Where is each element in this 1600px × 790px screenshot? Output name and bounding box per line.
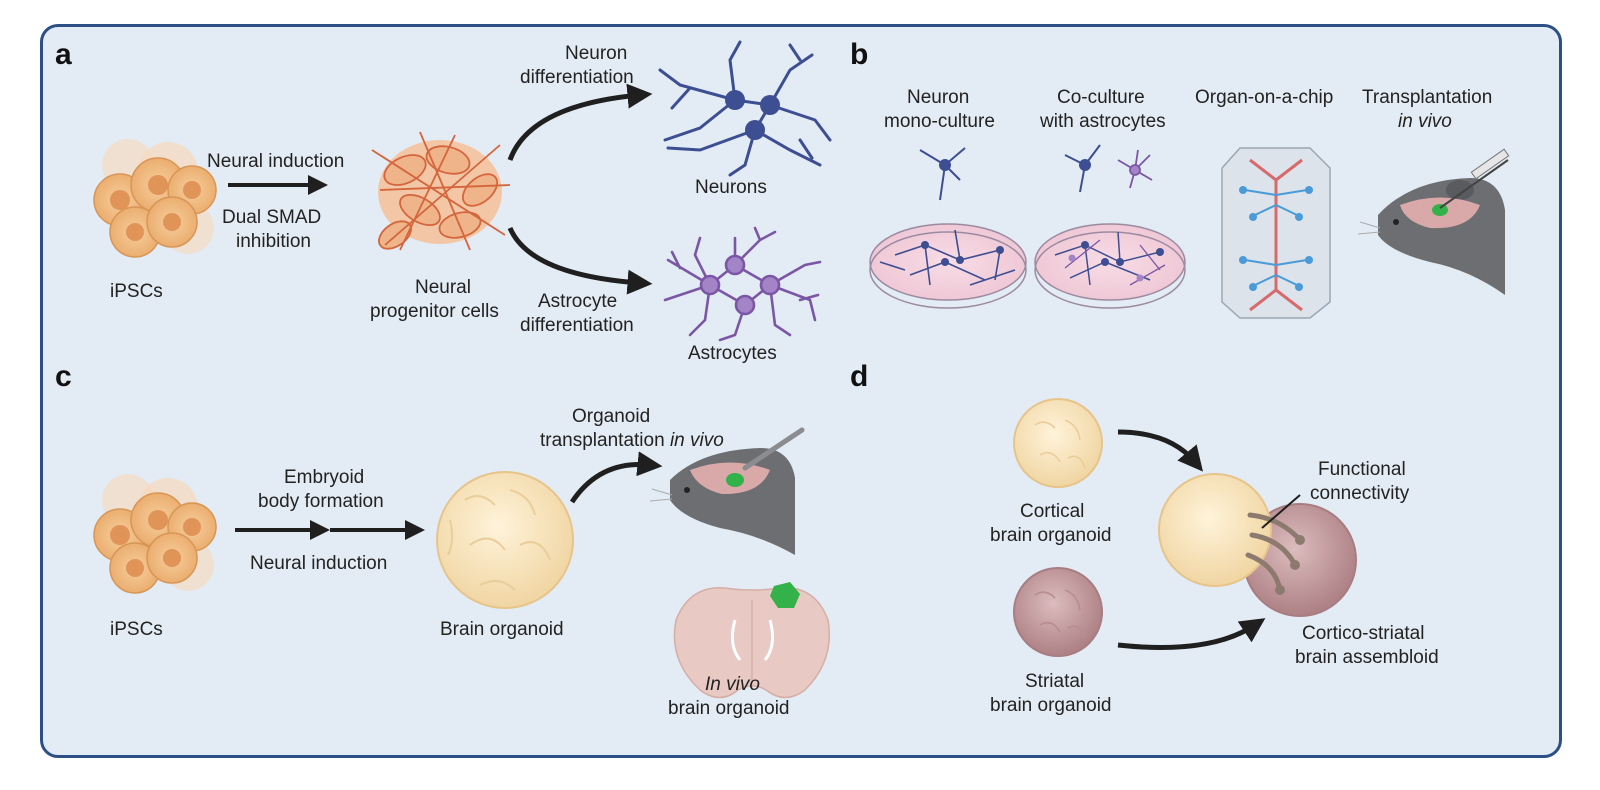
label-eb-2: body formation [258,491,384,512]
label-astro-diff-2: differentiation [520,315,634,336]
astrocytes-illustration [663,226,822,342]
label-brain-organoid: Brain organoid [440,619,564,640]
mouse-head-syringe [1357,148,1510,295]
label-org-trans-2-text: transplantation [540,430,665,451]
single-neuron-icon [919,147,966,201]
panel-letter-a: a [55,38,72,71]
label-striatal-2: brain organoid [990,695,1112,716]
label-cortical-2: brain organoid [990,525,1112,546]
label-co-1: Co-culture [1057,87,1145,108]
label-npc-2: progenitor cells [370,301,499,322]
brain-assembloid [1158,473,1357,617]
cortical-organoid [1013,398,1103,488]
label-mono-1: Neuron [907,87,970,108]
panel-letter-d: d [850,360,869,393]
label-striatal-1: Striatal [1025,671,1085,692]
label-org-trans-2: transplantation in vivo [540,429,724,452]
label-trans-2-text: in vivo [1398,111,1452,132]
brain-section [673,582,831,699]
mono-culture-dish [869,223,1027,309]
label-assembloid-2: brain assembloid [1295,647,1439,668]
label-org-trans-3-text: in vivo [669,430,724,451]
neuron-and-astrocyte-icons [1064,144,1153,193]
brain-organoid-large [436,471,574,609]
neurons-illustration [658,40,832,177]
co-culture-dish [1034,223,1186,309]
label-trans-2: in vivo [1398,110,1452,133]
label-ipscs-c: iPSCs [110,619,163,640]
arrow-neuron-differentiation [507,83,653,161]
label-trans-1: Transplantation [1362,87,1493,108]
label-co-2: with astrocytes [1040,111,1166,132]
label-astro-diff-1: Astrocyte [538,291,618,312]
panel-letter-b: b [850,38,869,71]
arrow-striatal-to-assembloid [1117,618,1266,650]
striatal-organoid [1013,567,1103,657]
label-cortical-1: Cortical [1020,501,1085,522]
label-func-2: connectivity [1310,483,1410,504]
arrow-cortical-to-assembloid [1117,429,1204,472]
ipsc-cluster-a [93,139,217,258]
label-dual-smad-2: inhibition [236,231,311,252]
ipsc-cluster-c [93,474,217,594]
label-npc-1: Neural [415,277,471,298]
label-eb-1: Embryoid [284,467,365,488]
label-ipscs-a: iPSCs [110,281,163,302]
label-assembloid-1: Cortico-striatal [1302,623,1425,644]
neural-progenitor-cells [371,131,511,251]
label-neurons: Neurons [695,177,767,198]
label-mono-2: mono-culture [884,111,995,132]
label-neural-induction-a: Neural induction [207,151,345,172]
organ-on-a-chip [1221,147,1331,319]
panel-letter-c: c [55,360,72,393]
label-func-1: Functional [1318,459,1406,480]
label-dual-smad-1: Dual SMAD [222,207,322,228]
label-astrocytes: Astrocytes [688,343,777,364]
label-neuron-diff-1: Neuron [565,43,628,64]
label-chip: Organ-on-a-chip [1195,87,1334,108]
label-invivo-1: In vivo [705,673,760,696]
label-invivo-2: brain organoid [668,698,790,719]
label-invivo-1-text: In vivo [705,674,760,695]
label-org-trans-1: Organoid [572,406,651,427]
label-neural-induction-c: Neural induction [250,553,388,574]
label-neuron-diff-2: differentiation [520,67,634,88]
mouse-head-implant [649,427,805,555]
arrow-organoid-transplantation [569,451,663,504]
arrow-astrocyte-differentiation [507,226,653,295]
